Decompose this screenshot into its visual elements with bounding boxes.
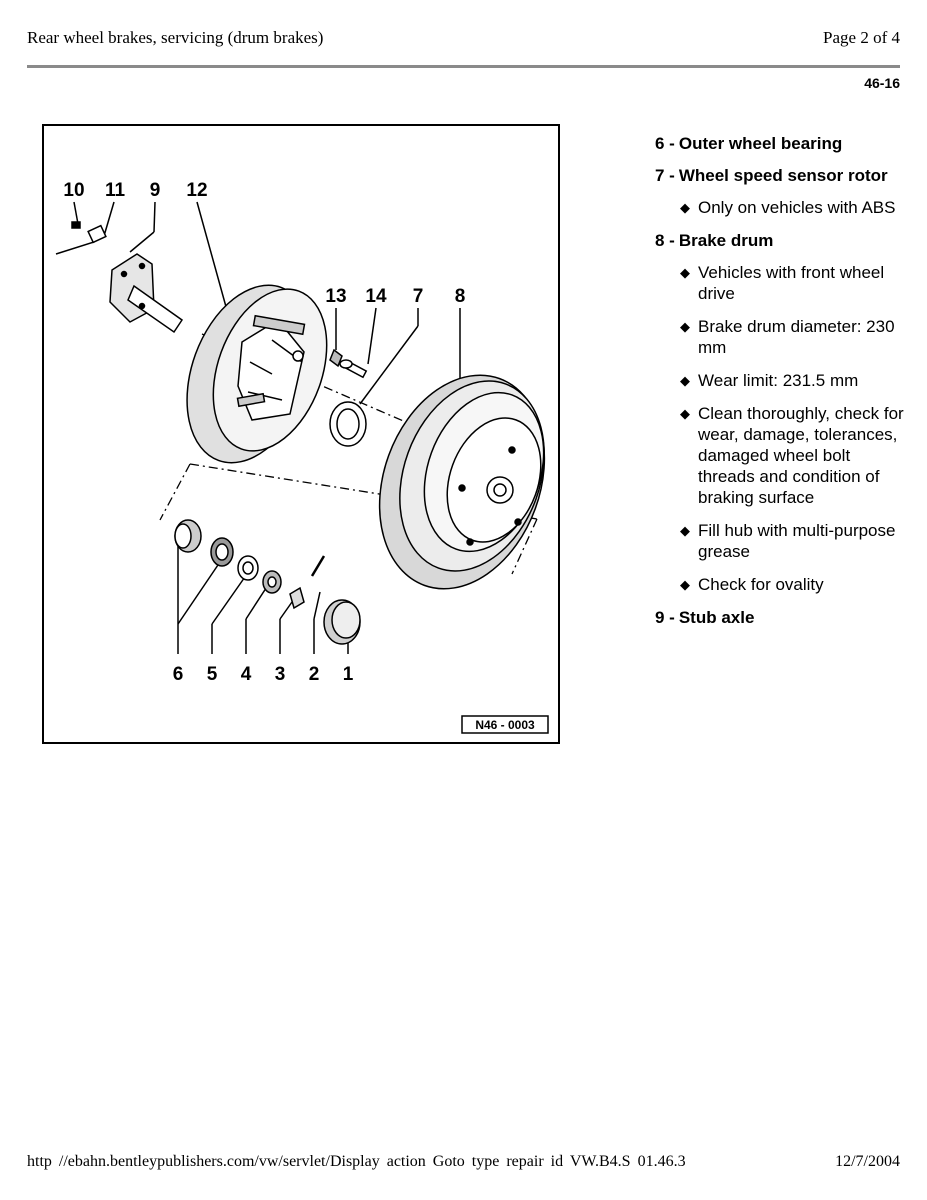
diamond-bullet-icon: ◆	[680, 577, 690, 592]
legend-note-text: Brake drum diameter: 230 mm	[698, 317, 895, 357]
legend-note-text: Fill hub with multi-purpose grease	[698, 521, 896, 561]
exploded-view-figure: 10 11 9 12 13 14 7 8 6 5 4 3 2 1 N46 - 0…	[42, 124, 560, 744]
legend-item-8: 8 - Brake drum	[655, 230, 905, 251]
callout-2: 2	[309, 664, 320, 685]
section-code: 46-16	[864, 75, 900, 91]
callout-13: 13	[325, 286, 346, 307]
legend-note: ◆ Only on vehicles with ABS	[680, 197, 905, 218]
callout-3: 3	[275, 664, 286, 685]
brake-backing-plate-part	[186, 284, 328, 464]
callout-labels: 10 11 9 12 13 14 7 8 6 5 4 3 2 1	[63, 180, 465, 685]
legend-note: ◆ Fill hub with multi-purpose grease	[680, 520, 905, 562]
legend-note-text: Only on vehicles with ABS	[698, 198, 896, 217]
callout-12: 12	[186, 180, 207, 201]
callout-14: 14	[365, 286, 387, 307]
callout-10: 10	[63, 180, 84, 201]
callout-8: 8	[455, 286, 466, 307]
callout-5: 5	[207, 664, 218, 685]
legend-note-text: Check for ovality	[698, 575, 824, 594]
legend-note: ◆ Vehicles with front wheel drive	[680, 262, 905, 304]
legend-item-label: Outer wheel bearing	[678, 134, 843, 153]
callout-6: 6	[173, 664, 184, 685]
diamond-bullet-icon: ◆	[680, 265, 690, 280]
callout-1: 1	[343, 664, 354, 685]
parts-legend: 6 - Outer wheel bearing 7 - Wheel speed …	[655, 133, 905, 639]
diamond-bullet-icon: ◆	[680, 523, 690, 538]
legend-item-number: 9 -	[655, 608, 675, 627]
leader-lines	[73, 201, 461, 654]
diamond-bullet-icon: ◆	[680, 319, 690, 334]
legend-item-number: 7 -	[655, 166, 675, 185]
legend-item-7: 7 - Wheel speed sensor rotor	[655, 165, 905, 186]
stub-axle-part	[109, 253, 184, 334]
legend-note: ◆ Brake drum diameter: 230 mm	[680, 316, 905, 358]
legend-item-9: 9 - Stub axle	[655, 607, 905, 628]
legend-note: ◆ Check for ovality	[680, 574, 905, 595]
legend-note: ◆ Clean thoroughly, check for wear, dama…	[680, 403, 905, 508]
page-header-title: Rear wheel brakes, servicing (drum brake…	[27, 28, 324, 47]
legend-note-text: Vehicles with front wheel drive	[698, 263, 885, 303]
diamond-bullet-icon: ◆	[680, 200, 690, 215]
figure-code-box	[461, 715, 549, 734]
legend-item-label: Stub axle	[678, 608, 755, 627]
callout-9: 9	[150, 180, 161, 201]
legend-item-number: 6 -	[655, 134, 675, 153]
legend-note-text: Clean thoroughly, check for wear, damage…	[698, 404, 904, 507]
diamond-bullet-icon: ◆	[680, 373, 690, 388]
brake-assembly-diagram: 10 11 9 12 13 14 7 8 6 5 4 3 2 1 N46 - 0…	[42, 124, 560, 744]
wheel-hardware-parts	[329, 348, 368, 447]
footer-date: 12/7/2004	[835, 1153, 900, 1170]
brake-drum-part	[378, 374, 546, 590]
legend-item-6: 6 - Outer wheel bearing	[655, 133, 905, 154]
figure-code: N46 - 0003	[475, 718, 535, 732]
legend-note-text: Wear limit: 231.5 mm	[698, 371, 859, 390]
legend-item-label: Wheel speed sensor rotor	[678, 166, 888, 185]
sensor-cable	[55, 221, 107, 255]
page-number: Page 2 of 4	[823, 28, 900, 47]
diamond-bullet-icon: ◆	[680, 406, 690, 421]
callout-7: 7	[413, 286, 424, 307]
hub-small-parts	[174, 519, 361, 645]
footer-url: http //ebahn.bentleypublishers.com/vw/se…	[27, 1153, 686, 1170]
callout-4: 4	[241, 664, 252, 685]
legend-item-label: Brake drum	[678, 231, 774, 250]
header-divider	[27, 65, 900, 68]
legend-note: ◆ Wear limit: 231.5 mm	[680, 370, 905, 391]
legend-item-number: 8 -	[655, 231, 675, 250]
callout-11: 11	[105, 180, 126, 201]
